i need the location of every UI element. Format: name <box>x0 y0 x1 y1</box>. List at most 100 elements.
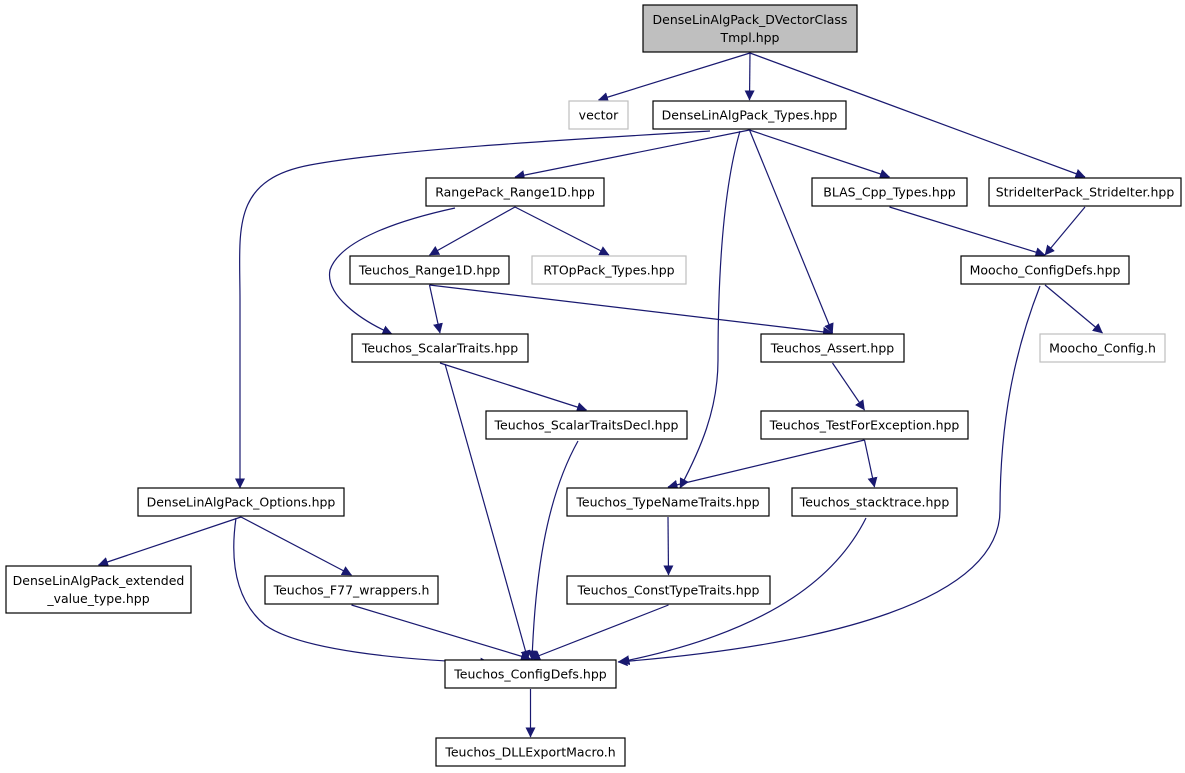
node-moocho_cfg[interactable]: Moocho_ConfigDefs.hpp <box>960 255 1130 285</box>
node-box <box>566 575 771 605</box>
node-label: Teuchos_TestForException.hpp <box>769 418 960 433</box>
node-box <box>988 177 1182 207</box>
node-vector: vector <box>568 100 629 130</box>
edge-range1d-to-t_range1d <box>429 206 516 256</box>
node-box <box>435 737 626 767</box>
node-box <box>652 100 847 130</box>
node-range1d[interactable]: RangePack_Range1D.hpp <box>425 177 605 207</box>
node-consttypetraits[interactable]: Teuchos_ConstTypeTraits.hpp <box>566 575 771 605</box>
node-box <box>137 487 345 517</box>
edge-consttypetraits-to-teuchos_cfg <box>530 604 669 661</box>
node-box <box>760 410 969 440</box>
node-label: Teuchos_ScalarTraitsDecl.hpp <box>494 418 679 433</box>
edge-scalartraits-to-teuchos_cfg <box>444 363 531 661</box>
node-label: RTOpPack_Types.hpp <box>543 263 674 278</box>
node-label: Teuchos_DLLExportMacro.h <box>444 745 615 760</box>
node-label: DenseLinAlgPack_Types.hpp <box>662 108 838 123</box>
node-label: StrideIterPack_StrideIter.hpp <box>996 185 1175 200</box>
node-box <box>760 333 905 363</box>
node-label: Teuchos_ConfigDefs.hpp <box>453 667 606 682</box>
node-strideiter[interactable]: StrideIterPack_StrideIter.hpp <box>988 177 1182 207</box>
edge-options-to-teuchos_cfg <box>233 517 491 668</box>
node-label: Teuchos_TypeNameTraits.hpp <box>575 495 759 510</box>
edge-types-to-assert <box>748 129 834 334</box>
node-box <box>5 565 192 614</box>
node-box <box>531 255 687 285</box>
edge-types-to-blas <box>749 129 890 179</box>
edge-types-to-range1d <box>514 129 750 181</box>
node-testforexc[interactable]: Teuchos_TestForException.hpp <box>760 410 969 440</box>
node-label: BLAS_Cpp_Types.hpp <box>823 185 955 200</box>
node-extended[interactable]: DenseLinAlgPack_extended _value_type.hpp <box>5 565 192 614</box>
node-box <box>351 333 529 363</box>
edge-types-to-options <box>235 130 711 489</box>
node-scalartraits[interactable]: Teuchos_ScalarTraits.hpp <box>351 333 529 363</box>
edge-range1d-to-scalartraits <box>328 207 456 335</box>
edge-testforexc-to-typenametraits <box>667 439 865 490</box>
edges-layer <box>98 52 1103 738</box>
node-label: Teuchos_ConstTypeTraits.hpp <box>576 583 759 598</box>
node-moocho_config_h: Moocho_Config.h <box>1039 333 1166 363</box>
node-label: Moocho_ConfigDefs.hpp <box>970 263 1121 278</box>
node-box <box>568 100 629 130</box>
node-label: DenseLinAlgPack_DVectorClass <box>653 12 848 27</box>
node-t_range1d[interactable]: Teuchos_Range1D.hpp <box>349 255 510 285</box>
edge-types-to-typenametraits <box>679 130 741 489</box>
edge-scalartraits-to-scalartraitsdecl <box>439 362 587 412</box>
node-label: Teuchos_Range1D.hpp <box>358 263 500 278</box>
node-box <box>811 177 968 207</box>
edge-moocho_cfg-to-teuchos_cfg <box>617 285 1041 667</box>
edge-typenametraits-to-consttypetraits <box>663 516 674 576</box>
node-scalartraitsdecl[interactable]: Teuchos_ScalarTraitsDecl.hpp <box>485 410 688 440</box>
node-box <box>642 4 858 53</box>
node-box <box>566 487 770 517</box>
node-box <box>349 255 510 285</box>
edge-t_range1d-to-scalartraits <box>428 284 443 334</box>
edge-options-to-extended <box>98 516 242 567</box>
node-label: _value_type.hpp <box>46 591 149 606</box>
edge-root-to-vector <box>598 52 751 102</box>
edge-assert-to-testforexc <box>832 362 865 411</box>
node-types[interactable]: DenseLinAlgPack_Types.hpp <box>652 100 847 130</box>
node-rtop: RTOpPack_Types.hpp <box>531 255 687 285</box>
edge-root-to-types <box>744 52 755 101</box>
node-label: Teuchos_stacktrace.hpp <box>799 495 950 510</box>
node-typenametraits[interactable]: Teuchos_TypeNameTraits.hpp <box>566 487 770 517</box>
edge-strideiter-to-moocho_cfg <box>1044 206 1086 256</box>
node-label: RangePack_Range1D.hpp <box>435 185 595 200</box>
node-f77[interactable]: Teuchos_F77_wrappers.h <box>264 575 439 605</box>
node-assert[interactable]: Teuchos_Assert.hpp <box>760 333 905 363</box>
node-box <box>425 177 605 207</box>
node-label: Teuchos_ScalarTraits.hpp <box>361 341 518 356</box>
nodes-layer: DenseLinAlgPack_DVectorClassTmpl.hppvect… <box>5 4 1182 767</box>
node-box <box>485 410 688 440</box>
node-box <box>1039 333 1166 363</box>
node-label: Tmpl.hpp <box>720 30 780 45</box>
node-box <box>791 487 958 517</box>
edge-options-to-f77 <box>240 516 352 576</box>
node-label: Teuchos_F77_wrappers.h <box>273 583 430 598</box>
edge-f77-to-teuchos_cfg <box>351 604 531 662</box>
edge-range1d-to-rtop <box>514 206 610 256</box>
node-options[interactable]: DenseLinAlgPack_Options.hpp <box>137 487 345 517</box>
edge-stacktrace-to-teuchos_cfg <box>619 517 867 666</box>
node-label: Moocho_Config.h <box>1049 341 1156 356</box>
edge-blas-to-moocho_cfg <box>889 206 1046 257</box>
node-blas[interactable]: BLAS_Cpp_Types.hpp <box>811 177 968 207</box>
edge-t_range1d-to-assert <box>429 284 833 337</box>
node-label: Teuchos_Assert.hpp <box>770 341 894 356</box>
node-stacktrace[interactable]: Teuchos_stacktrace.hpp <box>791 487 958 517</box>
node-dllexport[interactable]: Teuchos_DLLExportMacro.h <box>435 737 626 767</box>
node-label: DenseLinAlgPack_extended <box>13 573 185 588</box>
node-label: DenseLinAlgPack_Options.hpp <box>147 495 336 510</box>
edge-testforexc-to-stacktrace <box>863 439 878 488</box>
edge-scalartraitsdecl-to-teuchos_cfg <box>527 440 579 661</box>
node-box <box>444 659 617 689</box>
node-box <box>264 575 439 605</box>
node-label: vector <box>579 108 620 123</box>
edge-moocho_cfg-to-moocho_config_h <box>1044 284 1103 334</box>
edge-root-to-strideiter <box>749 52 1086 179</box>
node-teuchos_cfg[interactable]: Teuchos_ConfigDefs.hpp <box>444 659 617 689</box>
